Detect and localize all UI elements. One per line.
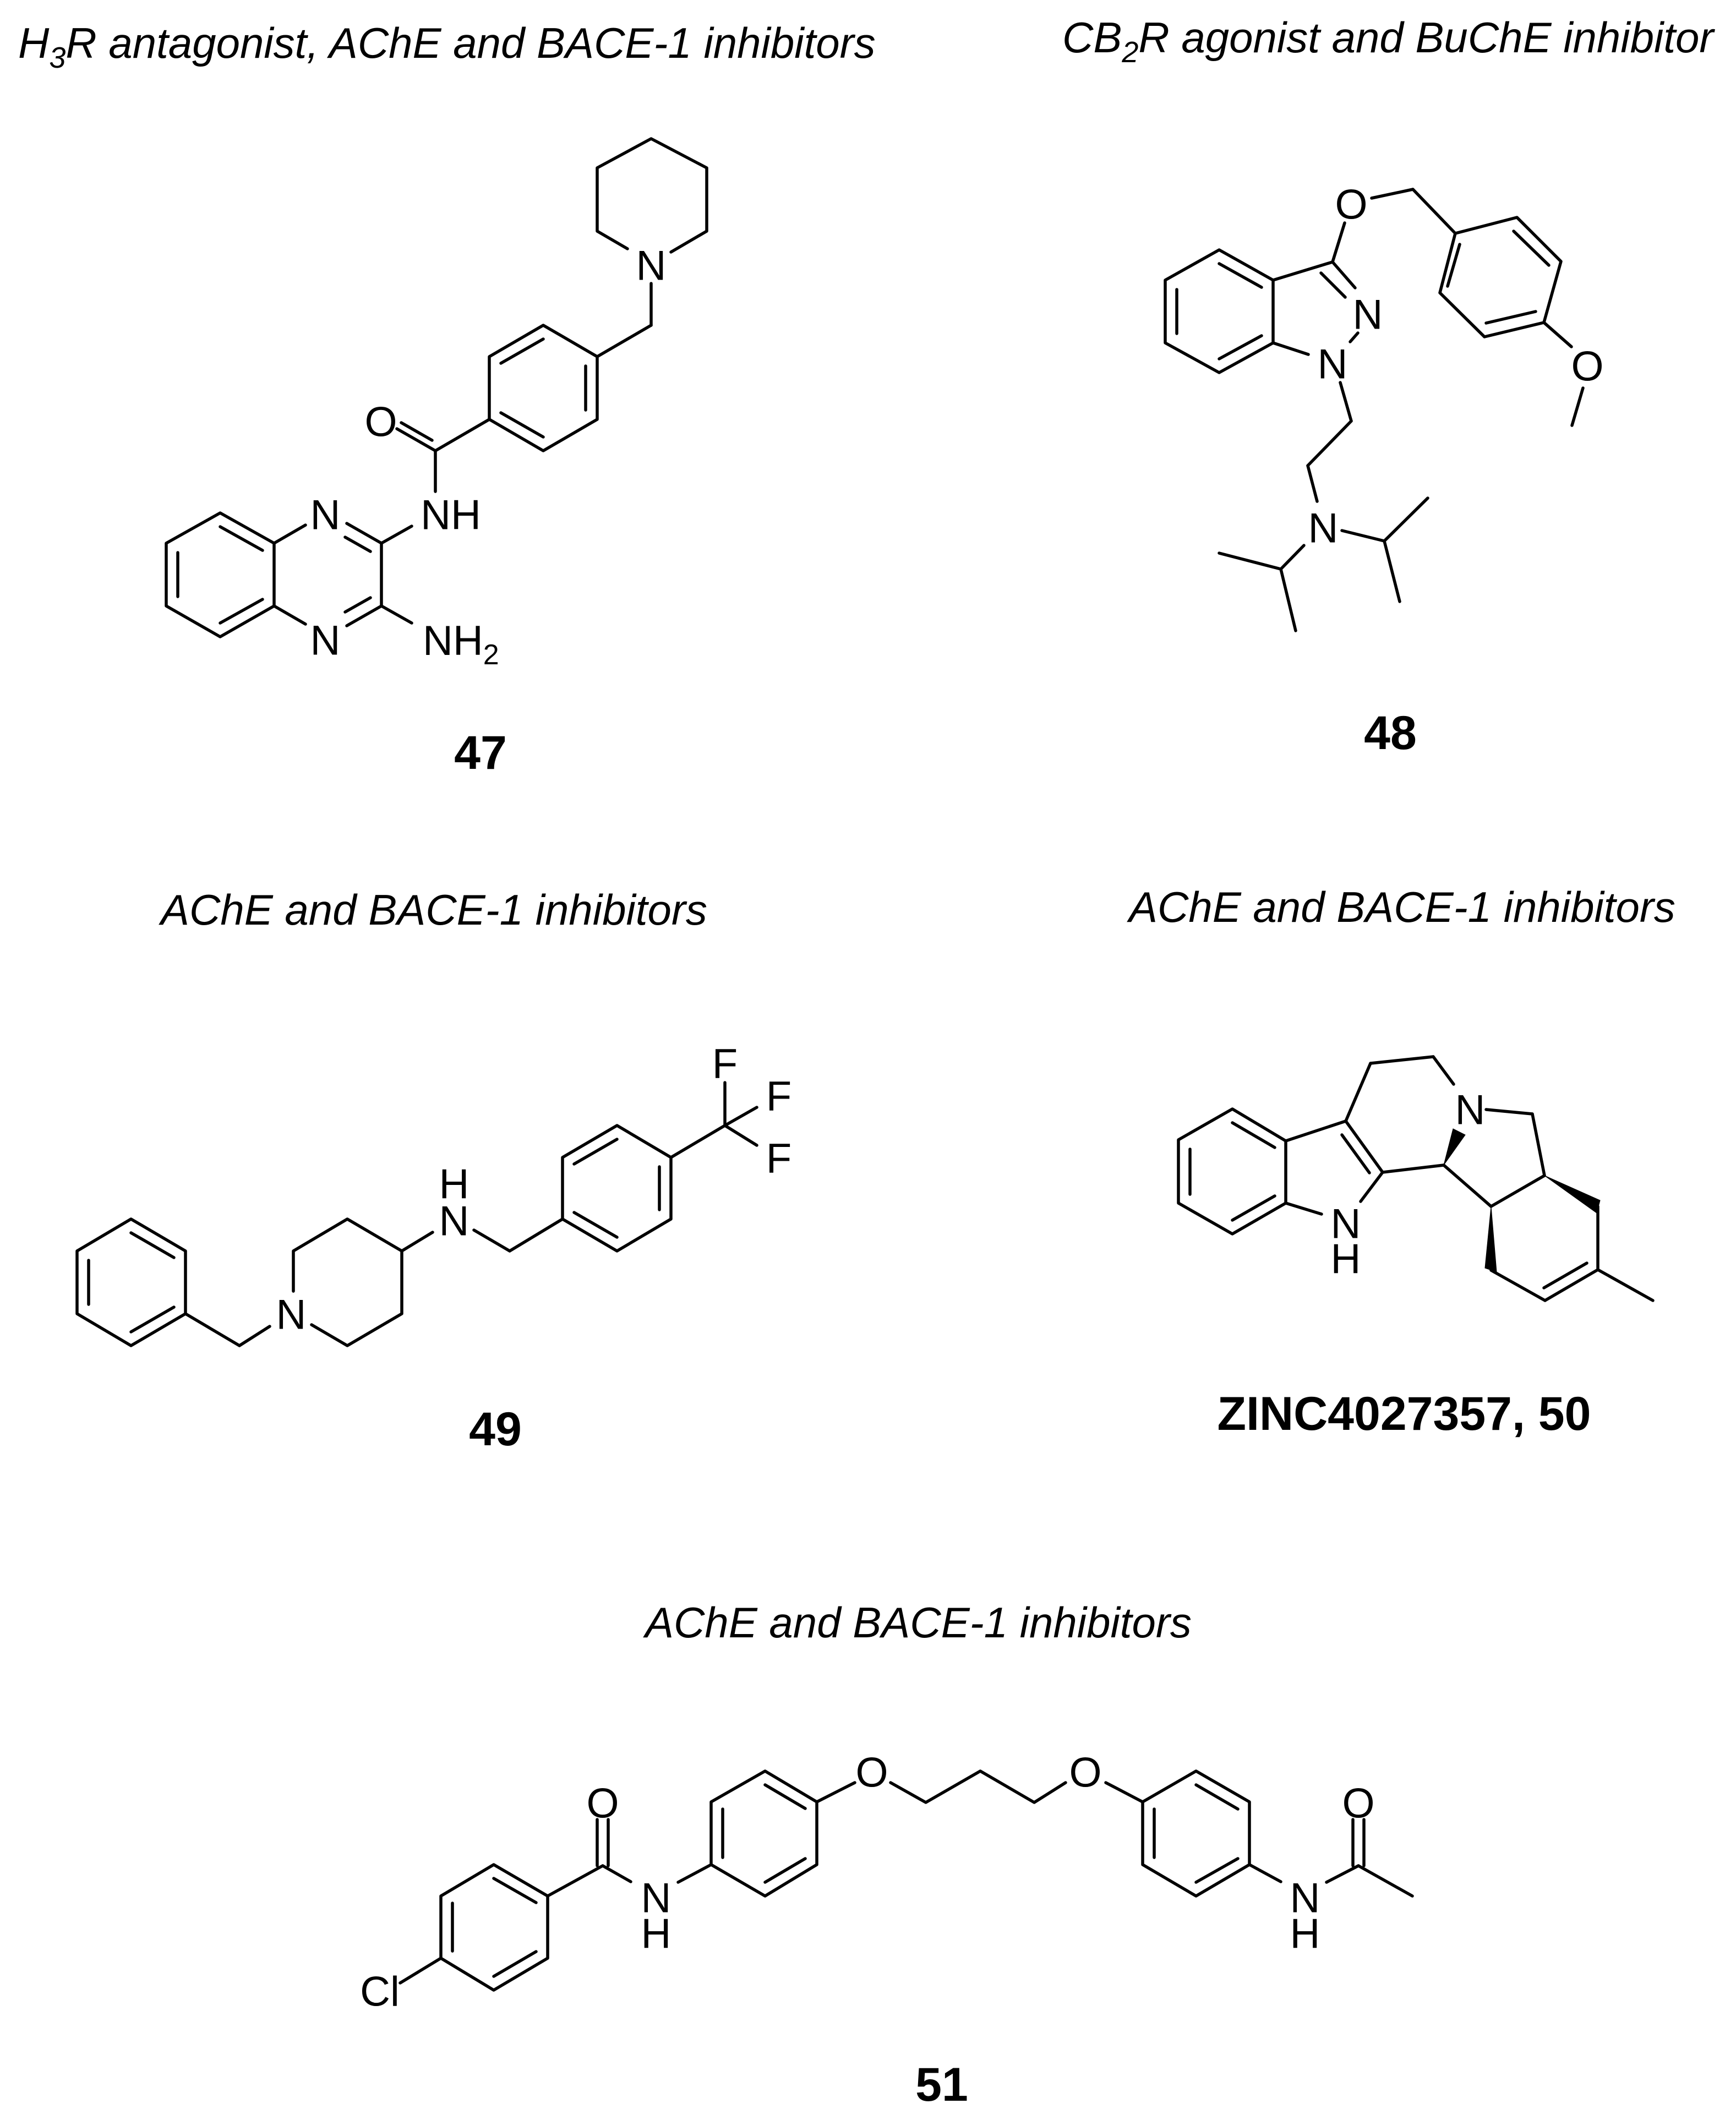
compound-48-bonds (1164, 188, 1585, 632)
compound-49-label: 49 (469, 1403, 522, 1456)
compound-47-label: 47 (454, 726, 507, 779)
compound-50: AChE and BACE-1 inhibitors (1127, 883, 1675, 1440)
compound-48-title: CB2R agonist and BuChE inhibitor (1062, 13, 1715, 69)
compound-47-title: H3R antagonist, AChE and BACE-1 inhibito… (18, 19, 876, 74)
atom-n2-indazole: N (1353, 292, 1383, 338)
compound-51-bonds (398, 1769, 1414, 1992)
compound-50-title: AChE and BACE-1 inhibitors (1127, 883, 1675, 931)
compound-50-bonds (1177, 1055, 1655, 1302)
atom-n4-quinoxaline: N (310, 618, 341, 664)
atom-n-piperidine: N (636, 243, 667, 289)
atom-o-ether-1: O (855, 1750, 888, 1796)
atom-cl: Cl (360, 1969, 400, 2015)
compound-49: AChE and BACE-1 inhibitors (75, 886, 791, 1456)
atom-o-carbonyl: O (364, 399, 397, 446)
atom-o-ether-2: O (1069, 1750, 1101, 1796)
atom-f2: F (766, 1073, 791, 1120)
atom-n-amide-2: N (1290, 1875, 1320, 1922)
compound-47-bonds (165, 137, 708, 638)
atom-f3: F (766, 1135, 791, 1182)
compound-48: CB2R agonist and BuChE inhibitor (1062, 13, 1715, 760)
atom-n-indole: N (1331, 1201, 1361, 1248)
atom-h-amine: H (439, 1161, 470, 1208)
atom-o-ether: O (1335, 182, 1367, 228)
compound-50-label: ZINC4027357, 50 (1218, 1387, 1591, 1440)
atom-n-amide-1: N (641, 1875, 672, 1922)
compound-51: AChE and BACE-1 inhibitors (360, 1598, 1414, 2111)
compound-51-label: 51 (915, 2058, 968, 2111)
atom-n1-quinoxaline: N (310, 492, 341, 539)
compound-51-title: AChE and BACE-1 inhibitors (643, 1598, 1192, 1647)
compound-47: H3R antagonist, AChE and BACE-1 inhibito… (18, 19, 876, 779)
compound-49-title: AChE and BACE-1 inhibitors (159, 886, 707, 934)
compound-48-label: 48 (1364, 707, 1417, 760)
atom-o-methoxy: O (1571, 343, 1603, 390)
atom-n-piperidine: N (276, 1292, 307, 1338)
compound-49-bonds (75, 1081, 758, 1347)
atom-h-indole: H (1331, 1236, 1361, 1283)
atom-nh-amide: NH (421, 492, 481, 539)
atom-h-amide-2: H (1290, 1911, 1320, 1958)
atom-n-amine: N (439, 1198, 470, 1245)
atom-o-amide-1: O (586, 1780, 619, 1827)
atom-o-amide-2: O (1342, 1780, 1374, 1827)
atom-h-amide-1: H (641, 1911, 672, 1958)
atom-nh2: NH2 (423, 618, 499, 671)
atom-n-diisopropylamine: N (1308, 505, 1339, 552)
atom-f1: F (712, 1041, 738, 1088)
atom-n1-indazole: N (1318, 341, 1348, 388)
atom-n-ring: N (1455, 1087, 1486, 1134)
